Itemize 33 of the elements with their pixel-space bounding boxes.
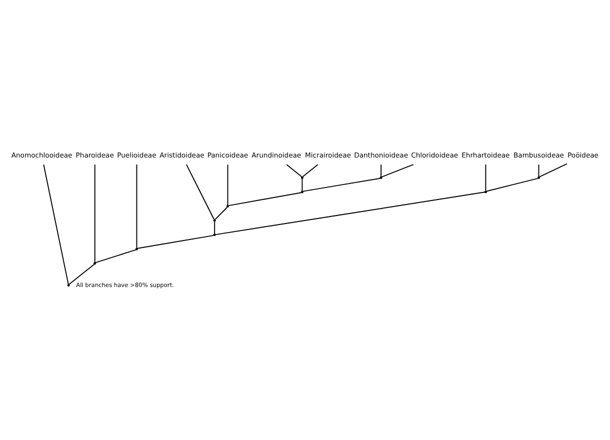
node-point [380,176,382,178]
connector [302,177,381,192]
connector [95,248,136,263]
node-point [484,190,487,193]
connector [380,164,382,176]
node-point [67,284,70,286]
connector [136,164,138,248]
connector [43,163,69,284]
connector [227,164,228,206]
node-point [94,262,96,264]
connector [228,192,302,206]
node-point [213,218,216,222]
connector [302,178,303,191]
node-point [226,204,230,208]
connector [186,164,215,220]
node-point [213,232,216,236]
connector [302,164,318,177]
connector [68,263,95,284]
node-point [537,176,540,178]
connector [381,164,414,177]
node-point [135,247,138,250]
connector [486,177,538,192]
connector [214,206,228,220]
connector [137,234,214,248]
connector [539,162,568,177]
connector [286,164,302,177]
connector [215,191,486,235]
node-point [300,176,304,178]
connector [485,163,486,191]
connector [214,220,216,234]
node-point [300,190,304,193]
connector [94,164,96,262]
connector [538,164,540,176]
